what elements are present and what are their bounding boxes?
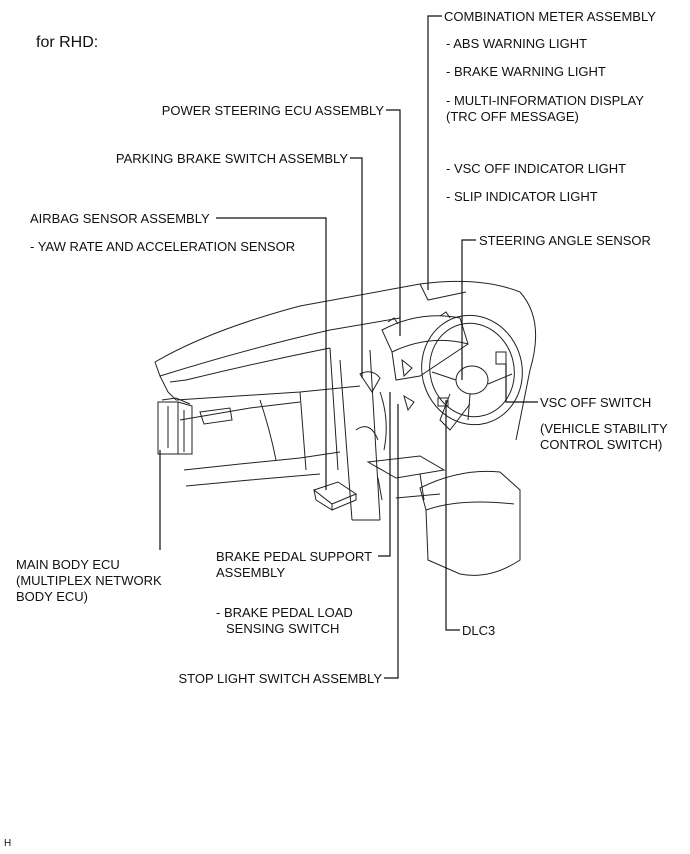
meter-hood [381,315,469,353]
label-steering-angle: STEERING ANGLE SENSOR [479,233,651,248]
leader-brake-pedal-support [378,392,391,557]
label-vsc-sub-1: (VEHICLE STABILITY [540,421,668,436]
center-console [339,349,381,521]
label-brake-support-2: ASSEMBLY [216,565,286,580]
main-body-ecu-shape [157,401,179,455]
label-parking-brake: PARKING BRAKE SWITCH ASSEMBLY [115,151,348,166]
label-brake-load-1: - BRAKE PEDAL LOAD [216,605,353,620]
label-multi-info-1: - MULTI-INFORMATION DISPLAY [446,93,644,108]
label-airbag-sensor: AIRBAG SENSOR ASSEMBLY [30,211,210,226]
leader-steering-angle [461,239,476,380]
label-stop-light: STOP LIGHT SWITCH ASSEMBLY [178,671,382,686]
steering-wheel [421,314,523,426]
label-multi-info-2: (TRC OFF MESSAGE) [446,109,579,124]
label-power-steering: POWER STEERING ECU ASSEMBLY [161,103,384,118]
leader-airbag-sensor [216,217,327,490]
seat [419,470,521,576]
leader-stop-light [384,404,399,679]
vsc-off-switch-shape [495,351,507,365]
label-vsc-off-indicator: - VSC OFF INDICATOR LIGHT [446,161,627,176]
label-dlc3: DLC3 [462,623,496,638]
page-heading: for RHD: [36,34,99,51]
label-brake-support-1: BRAKE PEDAL SUPPORT [216,549,373,564]
label-slip-indicator: - SLIP INDICATOR LIGHT [446,189,598,204]
label-abs-warning: - ABS WARNING LIGHT [446,36,588,51]
label-vsc-sub-2: CONTROL SWITCH) [540,437,663,452]
label-brake-warning: - BRAKE WARNING LIGHT [446,64,606,79]
airbag-sensor-shape [312,481,358,511]
label-combination-meter: COMBINATION METER ASSEMBLY [444,9,656,24]
label-main-body-1: MAIN BODY ECU [16,557,120,572]
label-yaw-rate: - YAW RATE AND ACCELERATION SENSOR [30,239,296,254]
corner-code: H [4,838,12,849]
leader-vsc-off-switch [505,364,538,403]
leader-power-steering [386,109,401,336]
leader-parking-brake [350,157,363,378]
leader-combination-meter [427,15,442,290]
label-vsc-off-switch: VSC OFF SWITCH [540,395,652,410]
dashboard-top-edge [154,280,521,363]
label-main-body-2: (MULTIPLEX NETWORK [16,573,162,588]
leader-dlc3 [445,400,460,631]
label-main-body-3: BODY ECU) [16,589,88,604]
label-brake-load-2: SENSING SWITCH [226,621,340,636]
